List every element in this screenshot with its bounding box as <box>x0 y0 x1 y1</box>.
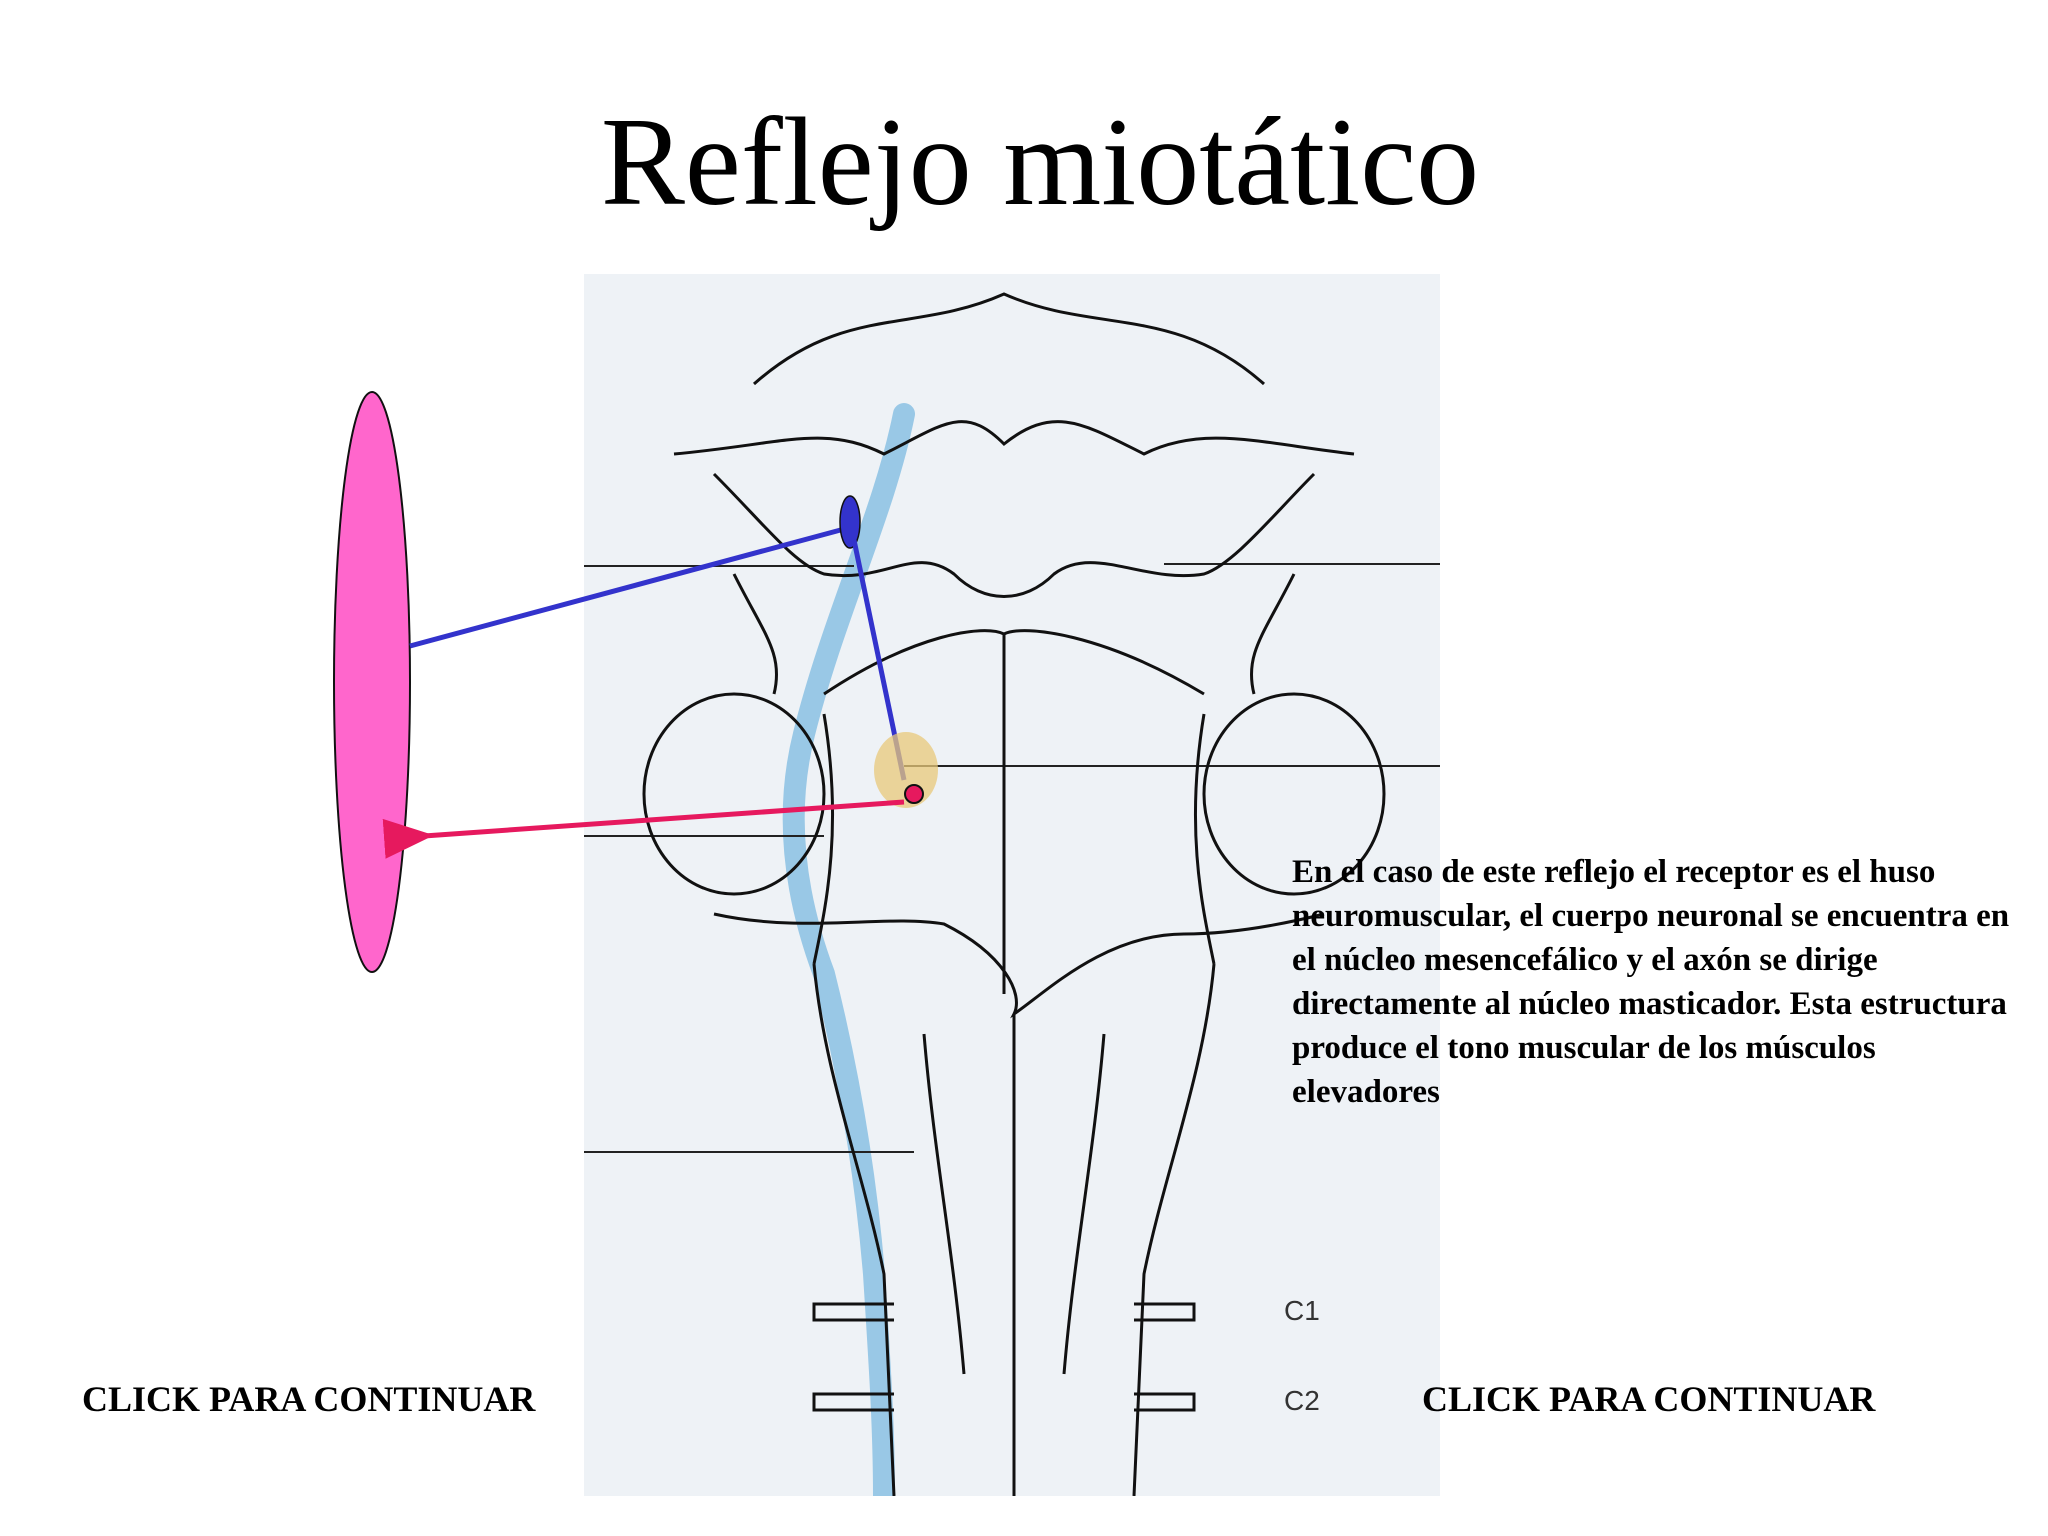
c1-label: C1 <box>1284 1295 1320 1326</box>
efferent-arrow <box>382 799 905 859</box>
muscle-ellipse <box>333 391 411 973</box>
pons <box>642 629 1386 1019</box>
brainstem-illustration: C1 C2 <box>584 274 1440 1496</box>
continue-button-left[interactable]: CLICK PARA CONTINUAR <box>82 1379 536 1419</box>
upper-structures <box>673 292 1355 695</box>
brainstem-drawing: C1 C2 <box>584 292 1440 1496</box>
slide-title: Reflejo miotático <box>600 93 1480 232</box>
c2-label: C2 <box>1284 1385 1320 1416</box>
mesencephalic-tract <box>782 403 915 1496</box>
continue-button-right[interactable]: CLICK PARA CONTINUAR <box>1422 1379 1876 1419</box>
mesencephalic-nucleus-marker <box>839 495 861 549</box>
masticator-nucleus-marker <box>904 784 924 804</box>
medulla <box>812 963 1216 1496</box>
leader-lines <box>584 563 1440 1153</box>
afferent-line <box>409 525 849 649</box>
nerve-roots <box>812 1302 1196 1412</box>
reflex-description: En el caso de este reflejo el receptor e… <box>1292 854 2010 1110</box>
